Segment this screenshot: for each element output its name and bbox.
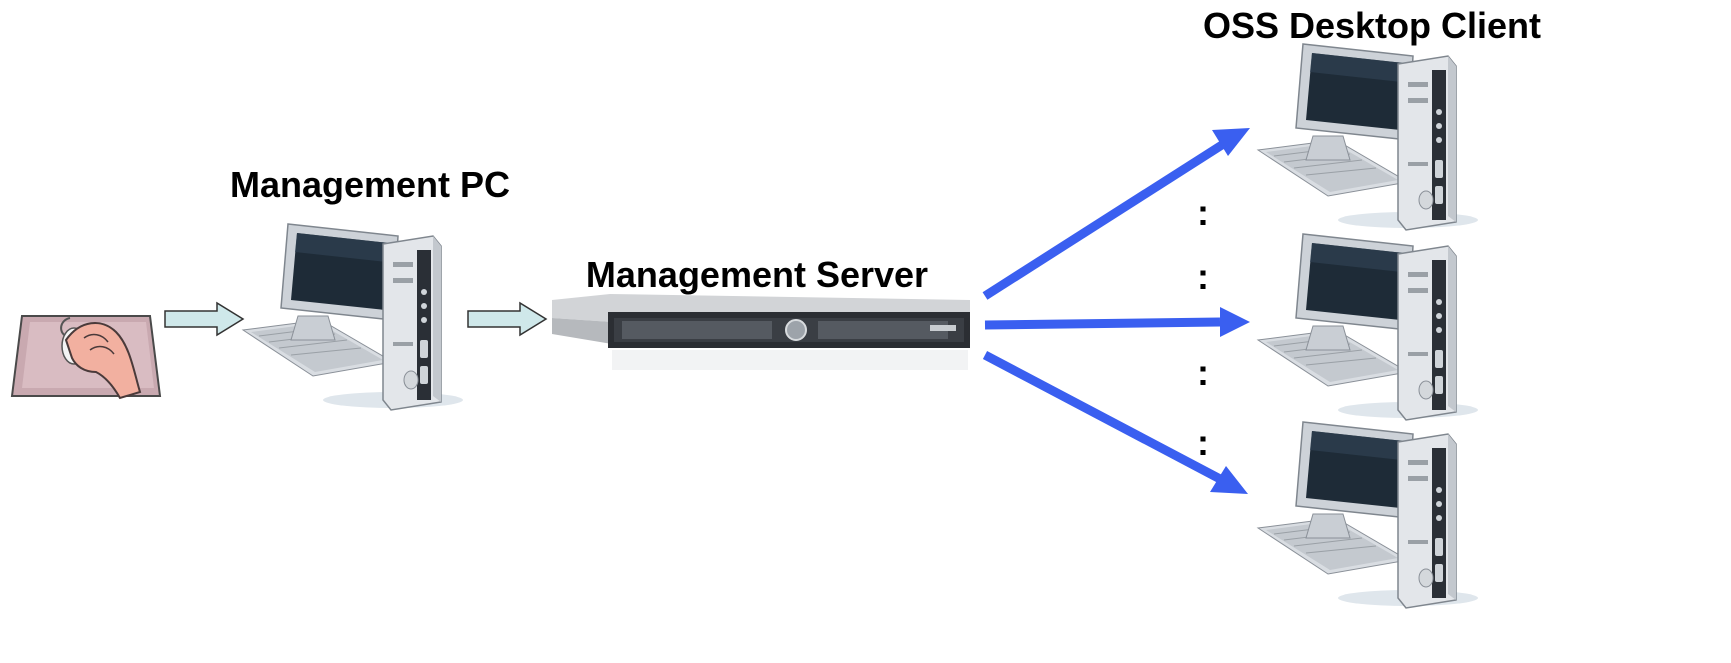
ellipsis-1: : [1197, 192, 1209, 233]
management-pc-label: Management PC [230, 164, 510, 205]
input-arrow-1 [164, 302, 244, 336]
hand-mouse-icon [10, 315, 162, 400]
oss-desktop-client-label: OSS Desktop Client [1203, 5, 1541, 46]
arrowhead-top [1212, 128, 1250, 156]
desktop-pc-icon [242, 223, 464, 411]
desktop-pc-icon [1257, 43, 1479, 231]
ellipsis-3: : [1197, 352, 1209, 393]
ellipsis-4: : [1197, 422, 1209, 463]
arrowhead-middle [1220, 307, 1250, 337]
input-arrow-2 [467, 302, 547, 336]
desktop-pc-icon [1257, 233, 1479, 421]
ellipsis-2: : [1197, 256, 1209, 297]
management-server-label: Management Server [586, 254, 928, 295]
arrowhead-bottom [1210, 466, 1248, 494]
rack-server-icon [552, 294, 970, 370]
distribution-arrows [982, 128, 1250, 494]
desktop-pc-icon [1257, 421, 1479, 609]
ellipsis-dots: : : : : [1197, 192, 1209, 463]
